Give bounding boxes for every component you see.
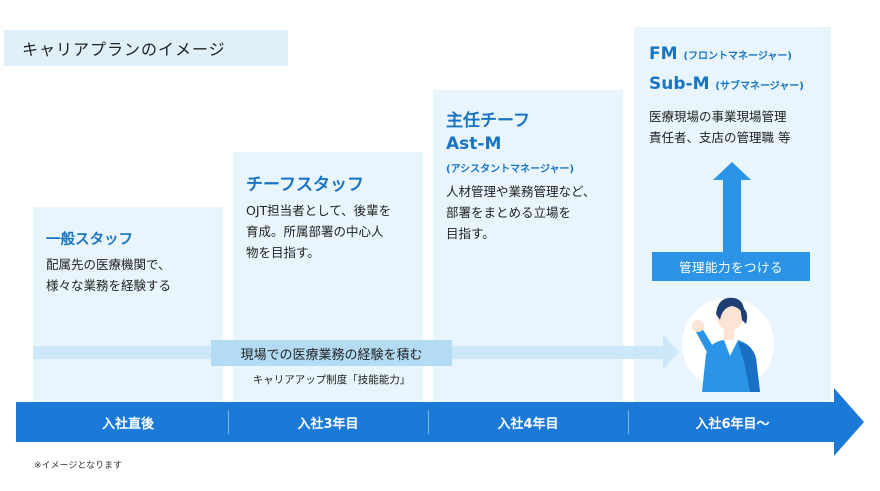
- stage-subtitle: Ast-M: [446, 134, 502, 154]
- page-title: キャリアプランのイメージ: [4, 30, 288, 66]
- stage-description: 配属先の医療機関で、 様々な業務を経験する: [46, 254, 171, 296]
- description-line: 育成。所属部署の中心人: [246, 224, 384, 239]
- stage-title-fm: FM: [649, 44, 678, 64]
- description-line: 部署をまとめる立場を: [446, 205, 572, 220]
- stage-title-subm: Sub-M: [649, 74, 710, 94]
- ability-label: 管理能力をつける: [652, 252, 810, 281]
- person-illustration: [682, 297, 774, 392]
- timeline-divider: [428, 410, 429, 434]
- stage-title-fm-note: (フロントマネージャー): [683, 51, 792, 62]
- footnote: ※イメージとなります: [34, 461, 123, 471]
- timeline-label: 入社4年目: [497, 416, 559, 432]
- description-line: 人材管理や業務管理など、: [446, 184, 596, 199]
- stage-title: チーフスタッフ: [246, 175, 364, 195]
- timeline-divider: [628, 410, 629, 434]
- stage-title: FM (フロントマネージャー): [649, 44, 792, 64]
- description-line: OJT担当者として、後輩を: [246, 203, 392, 218]
- timeline-label: 入社3年目: [297, 416, 359, 432]
- experience-label: 現場での医療業務の経験を積む: [211, 340, 452, 366]
- experience-arrow-head-icon: [663, 334, 679, 370]
- timeline-bar: [16, 402, 836, 442]
- up-arrow-shaft: [723, 178, 741, 252]
- description-line: 責任者、支店の管理職 等: [649, 130, 791, 145]
- description-line: 医療現場の事業現場管理: [649, 109, 787, 124]
- description-line: 目指す。: [446, 226, 495, 241]
- timeline-label: 入社6年目〜: [695, 416, 770, 432]
- stage-title: 主任チーフ: [446, 111, 530, 131]
- timeline-label: 入社直後: [101, 416, 154, 432]
- stage-column-general-staff: [33, 207, 223, 405]
- description-line: 物を目指す。: [246, 245, 320, 260]
- stage-title-sub: Sub-M (サブマネージャー): [649, 74, 804, 94]
- stage-title-subm-note: (サブマネージャー): [715, 81, 804, 92]
- stage-description: 人材管理や業務管理など、 部署をまとめる立場を 目指す。: [446, 181, 595, 244]
- stage-subtitle-note: (アシスタントマネージャー): [446, 164, 575, 175]
- description-line: 配属先の医療機関で、: [46, 257, 171, 272]
- timeline-arrow-head-icon: [834, 388, 864, 456]
- stage-description: 医療現場の事業現場管理 責任者、支店の管理職 等: [649, 106, 790, 148]
- up-arrow-head-icon: [713, 162, 751, 180]
- stage-title: 一般スタッフ: [46, 232, 133, 248]
- experience-sublabel: キャリアアップ制度「技能能力」: [252, 374, 411, 386]
- description-line: 様々な業務を経験する: [46, 278, 172, 293]
- timeline-divider: [228, 410, 229, 434]
- stage-description: OJT担当者として、後輩を 育成。所属部署の中心人 物を目指す。: [246, 200, 391, 263]
